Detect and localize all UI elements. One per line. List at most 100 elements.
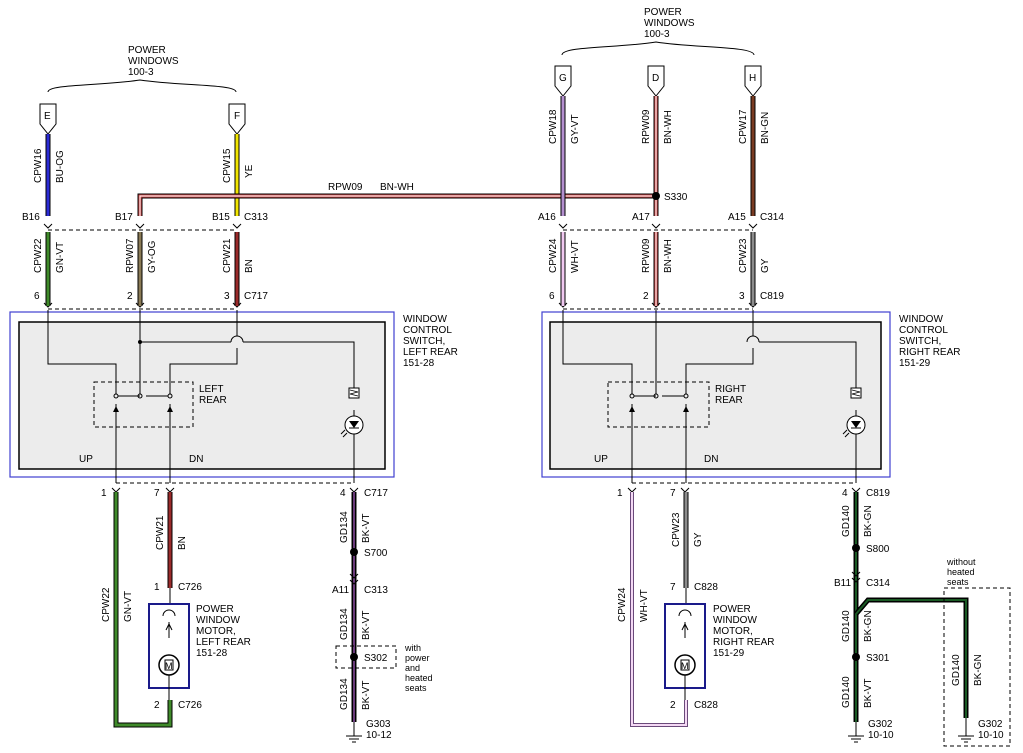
svg-text:POWER: POWER [713,604,751,615]
label-rpw09-h-circuit: RPW09 [328,182,363,193]
label-cpw18-color: GY-VT [570,114,581,144]
svg-text:UP: UP [594,454,608,465]
svg-text:C726: C726 [178,582,202,593]
svg-text:H: H [749,73,756,84]
svg-text:E: E [44,111,51,122]
svg-text:2: 2 [127,291,133,302]
power-window-motor-left: M [148,603,190,700]
svg-text:BK-GN: BK-GN [863,505,874,537]
svg-text:RIGHT REAR: RIGHT REAR [899,347,961,358]
svg-text:3: 3 [224,291,230,302]
svg-text:without: without [946,557,976,567]
svg-text:power: power [405,653,430,663]
splice-s330 [652,192,660,200]
svg-text:A17: A17 [632,212,650,223]
window-control-switch-right: WINDOW CONTROL SWITCH, RIGHT REAR 151-29… [541,310,961,483]
ground-g303-icon [346,735,362,743]
svg-text:DN: DN [189,454,203,465]
svg-text:REAR: REAR [715,395,743,406]
svg-text:C313: C313 [244,212,268,223]
svg-text:MOTOR,: MOTOR, [196,626,236,637]
svg-text:151-29: 151-29 [713,648,745,659]
connector-f: F [228,103,246,135]
splice-s700 [350,548,358,556]
svg-text:LEFT REAR: LEFT REAR [196,637,251,648]
svg-text:GN-VT: GN-VT [55,242,66,273]
svg-text:BK-GN: BK-GN [973,654,984,686]
svg-text:2: 2 [643,291,649,302]
header-right-line3: 100-3 [644,29,670,40]
svg-text:C717: C717 [364,488,388,499]
connector-e: E [39,103,57,135]
svg-text:7: 7 [670,582,676,593]
label-rpw09-d-circuit: RPW09 [641,109,652,144]
svg-text:B11: B11 [834,578,851,589]
header-right-line1: POWER [644,7,682,18]
label-cpw17-color: BN-GN [760,112,771,144]
svg-text:WH-VT: WH-VT [639,589,650,622]
svg-text:G: G [559,73,567,84]
label-cpw15-circuit: CPW15 [222,148,233,183]
label-cpw17-circuit: CPW17 [738,109,749,144]
svg-text:CPW23: CPW23 [738,238,749,273]
svg-text:B16: B16 [22,212,40,223]
svg-text:G303: G303 [366,719,391,730]
header-left: POWER WINDOWS 100-3 [47,45,237,93]
svg-text:BN: BN [244,259,255,273]
svg-text:GD140: GD140 [951,654,962,686]
connector-g: G [554,65,572,97]
svg-text:10-10: 10-10 [978,730,1004,741]
svg-text:C313: C313 [364,585,388,596]
svg-text:WINDOW: WINDOW [713,615,757,626]
wire-cpw24-bottom [631,492,687,726]
window-control-switch-left: WINDOW CONTROL SWITCH, LEFT REAR 151-28 … [9,310,458,483]
svg-text:2: 2 [154,700,160,711]
label-cpw18-circuit: CPW18 [548,109,559,144]
splice-s302 [350,653,358,661]
svg-text:A16: A16 [538,212,556,223]
svg-text:GD140: GD140 [841,610,852,642]
power-window-motor-right: M [664,603,706,700]
svg-text:WH-VT: WH-VT [570,240,581,273]
svg-text:G302: G302 [868,719,893,730]
bottom-right-circuit: M 1 7 4 C819 CPW23 GY GD140 BK-GN S800 B… [617,488,1011,747]
mid-wires [45,232,756,306]
svg-text:C819: C819 [760,291,784,302]
label-cpw16-circuit: CPW16 [33,148,44,183]
motor-left-symbol: M [165,661,173,671]
svg-text:CONTROL: CONTROL [403,325,452,336]
dashed-connector-lines [48,229,856,484]
svg-text:CPW24: CPW24 [548,238,559,273]
header-right: POWER WINDOWS 100-3 [561,7,755,56]
svg-text:and: and [405,663,420,673]
svg-text:CONTROL: CONTROL [899,325,948,336]
svg-text:151-28: 151-28 [403,358,435,369]
bottom-left-circuit: M 1 7 4 C717 CPW21 BN GD134 BK-VT S700 A… [101,488,433,743]
svg-text:BK-VT: BK-VT [361,514,372,543]
connector-tags: E F G D H [39,65,762,135]
svg-text:CPW24: CPW24 [617,587,628,622]
header-right-brace [561,41,755,56]
svg-text:2: 2 [670,700,676,711]
top-wires [45,96,756,216]
svg-text:6: 6 [34,291,40,302]
svg-text:DN: DN [704,454,718,465]
svg-text:RPW07: RPW07 [125,238,136,273]
svg-text:C726: C726 [178,700,202,711]
svg-text:UP: UP [79,454,93,465]
svg-text:C828: C828 [694,582,718,593]
svg-text:C717: C717 [244,291,268,302]
pin-labels-c313-c314: B16 B17 B15 C313 A16 A17 A15 C314 [22,212,784,223]
svg-text:1: 1 [154,582,160,593]
svg-text:GD134: GD134 [339,608,350,640]
svg-text:GD134: GD134 [339,678,350,710]
svg-text:CPW21: CPW21 [222,238,233,273]
connector-h: H [744,65,762,97]
svg-text:4: 4 [842,488,848,499]
ground-g302-icon [848,735,864,743]
header-left-line1: POWER [128,45,166,56]
label-rpw09-d-color: BN-WH [663,110,674,144]
led-right-icon [842,415,866,438]
svg-text:6: 6 [549,291,555,302]
